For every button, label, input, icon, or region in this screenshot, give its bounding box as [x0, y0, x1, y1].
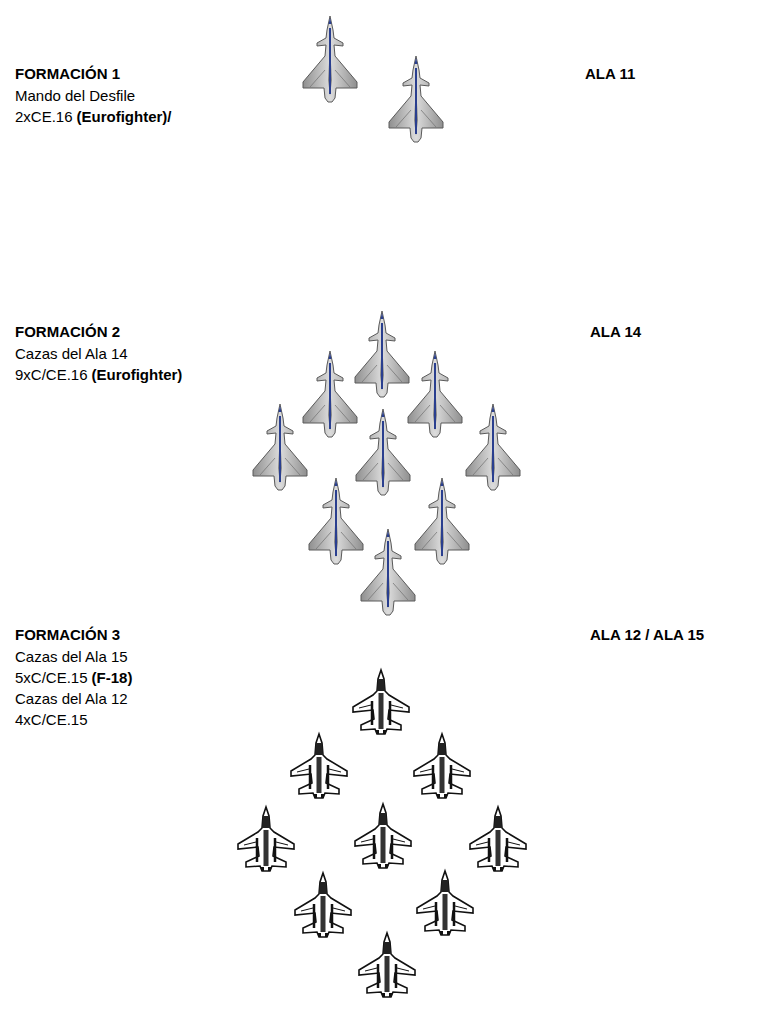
text-label: 9xC/CE.16	[15, 366, 88, 383]
wing-label-line: ALA 12 / ALA 15	[590, 626, 704, 644]
text-label: 2xCE.16	[15, 108, 73, 125]
text-label: Cazas del Ala 14	[15, 345, 128, 362]
bold-label: (Eurofighter)/	[77, 108, 172, 125]
text-label: 5xC/CE.15	[15, 669, 88, 686]
text-label: Cazas del Ala 12	[15, 690, 128, 707]
text-label: Cazas del Ala 15	[15, 648, 128, 665]
formation-note-line: Cazas del Ala 14	[15, 345, 128, 363]
text-label: Mando del Desfile	[15, 87, 135, 104]
formation-title-line: FORMACIÓN 2	[15, 323, 120, 341]
formation-note-line: Cazas del Ala 12	[15, 690, 128, 708]
formation-title-line: FORMACIÓN 3	[15, 626, 120, 644]
text-label: 4xC/CE.15	[15, 711, 88, 728]
aircraft-count-line: 5xC/CE.15(F-18)	[15, 669, 132, 687]
formation-note-line: Cazas del Ala 15	[15, 648, 128, 666]
formation-3-planes	[238, 670, 526, 997]
wing-label-line: ALA 14	[590, 323, 641, 341]
bold-label: (F-18)	[92, 669, 133, 686]
bold-label: FORMACIÓN 3	[15, 626, 120, 643]
bold-label: FORMACIÓN 1	[15, 65, 120, 82]
bold-label: ALA 11	[585, 65, 635, 82]
wing-label-line: ALA 11	[585, 65, 635, 83]
formation-1-planes	[303, 16, 443, 142]
aircraft-count-line: 9xC/CE.16(Eurofighter)	[15, 366, 182, 384]
formation-title-line: FORMACIÓN 1	[15, 65, 120, 83]
bold-label: ALA 12 / ALA 15	[590, 626, 704, 643]
bold-label: ALA 14	[590, 323, 641, 340]
aircraft-count-line: 2xCE.16(Eurofighter)/	[15, 108, 172, 126]
formation-note-line: Mando del Desfile	[15, 87, 135, 105]
bold-label: (Eurofighter)	[92, 366, 183, 383]
bold-label: FORMACIÓN 2	[15, 323, 120, 340]
aircraft-count-line: 4xC/CE.15	[15, 711, 88, 729]
formation-2-planes	[253, 311, 520, 615]
